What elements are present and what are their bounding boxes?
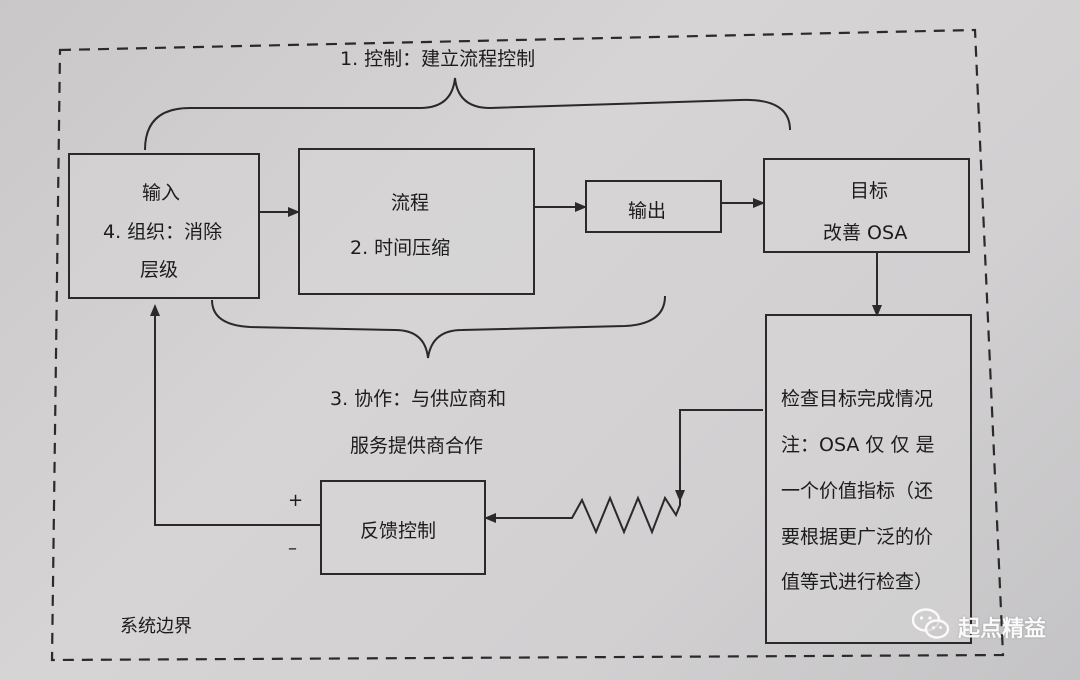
input-title: 输入: [142, 182, 181, 204]
process-box: [298, 148, 535, 295]
check-line-5: 值等式进行检查）: [781, 571, 934, 593]
control-label: 1. 控制：建立流程控制: [340, 48, 536, 70]
process-title: 流程: [391, 192, 430, 214]
cooperation-line2: 服务提供商合作: [350, 435, 484, 457]
process-line1: 2. 时间压缩: [350, 237, 451, 259]
watermark: 起点精益: [911, 608, 1046, 646]
cooperation-line1: 3. 协作：与供应商和: [330, 388, 507, 410]
arrow-check-feedback: [484, 409, 763, 535]
input-line2: 层级: [140, 259, 179, 281]
check-line-1: 检查目标完成情况: [781, 388, 934, 410]
boundary-label: 系统边界: [120, 616, 192, 637]
cooperation-brace: [211, 295, 666, 359]
check-line-2: 注：OSA 仅 仅 是: [781, 434, 935, 456]
feedback-title: 反馈控制: [360, 520, 437, 542]
goal-title: 目标: [850, 180, 889, 202]
goal-line1: 改善 OSA: [823, 222, 908, 244]
check-box: [765, 314, 972, 644]
feedback-minus: –: [288, 538, 297, 559]
check-line-4: 要根据更广泛的价: [781, 526, 934, 548]
wechat-icon: [911, 608, 950, 646]
check-line-3: 一个价值指标（还: [781, 480, 934, 502]
control-brace: [144, 77, 791, 151]
output-title: 输出: [628, 200, 667, 222]
feedback-box: [320, 480, 486, 575]
input-box: [68, 153, 260, 299]
goal-box: [763, 158, 970, 253]
output-box: [585, 180, 722, 233]
system-boundary: [50, 28, 1005, 662]
feedback-plus: +: [288, 490, 304, 511]
input-line1: 4. 组织：消除: [103, 221, 223, 243]
watermark-text: 起点精益: [957, 617, 1046, 642]
arrow-feedback-input: [150, 304, 320, 526]
